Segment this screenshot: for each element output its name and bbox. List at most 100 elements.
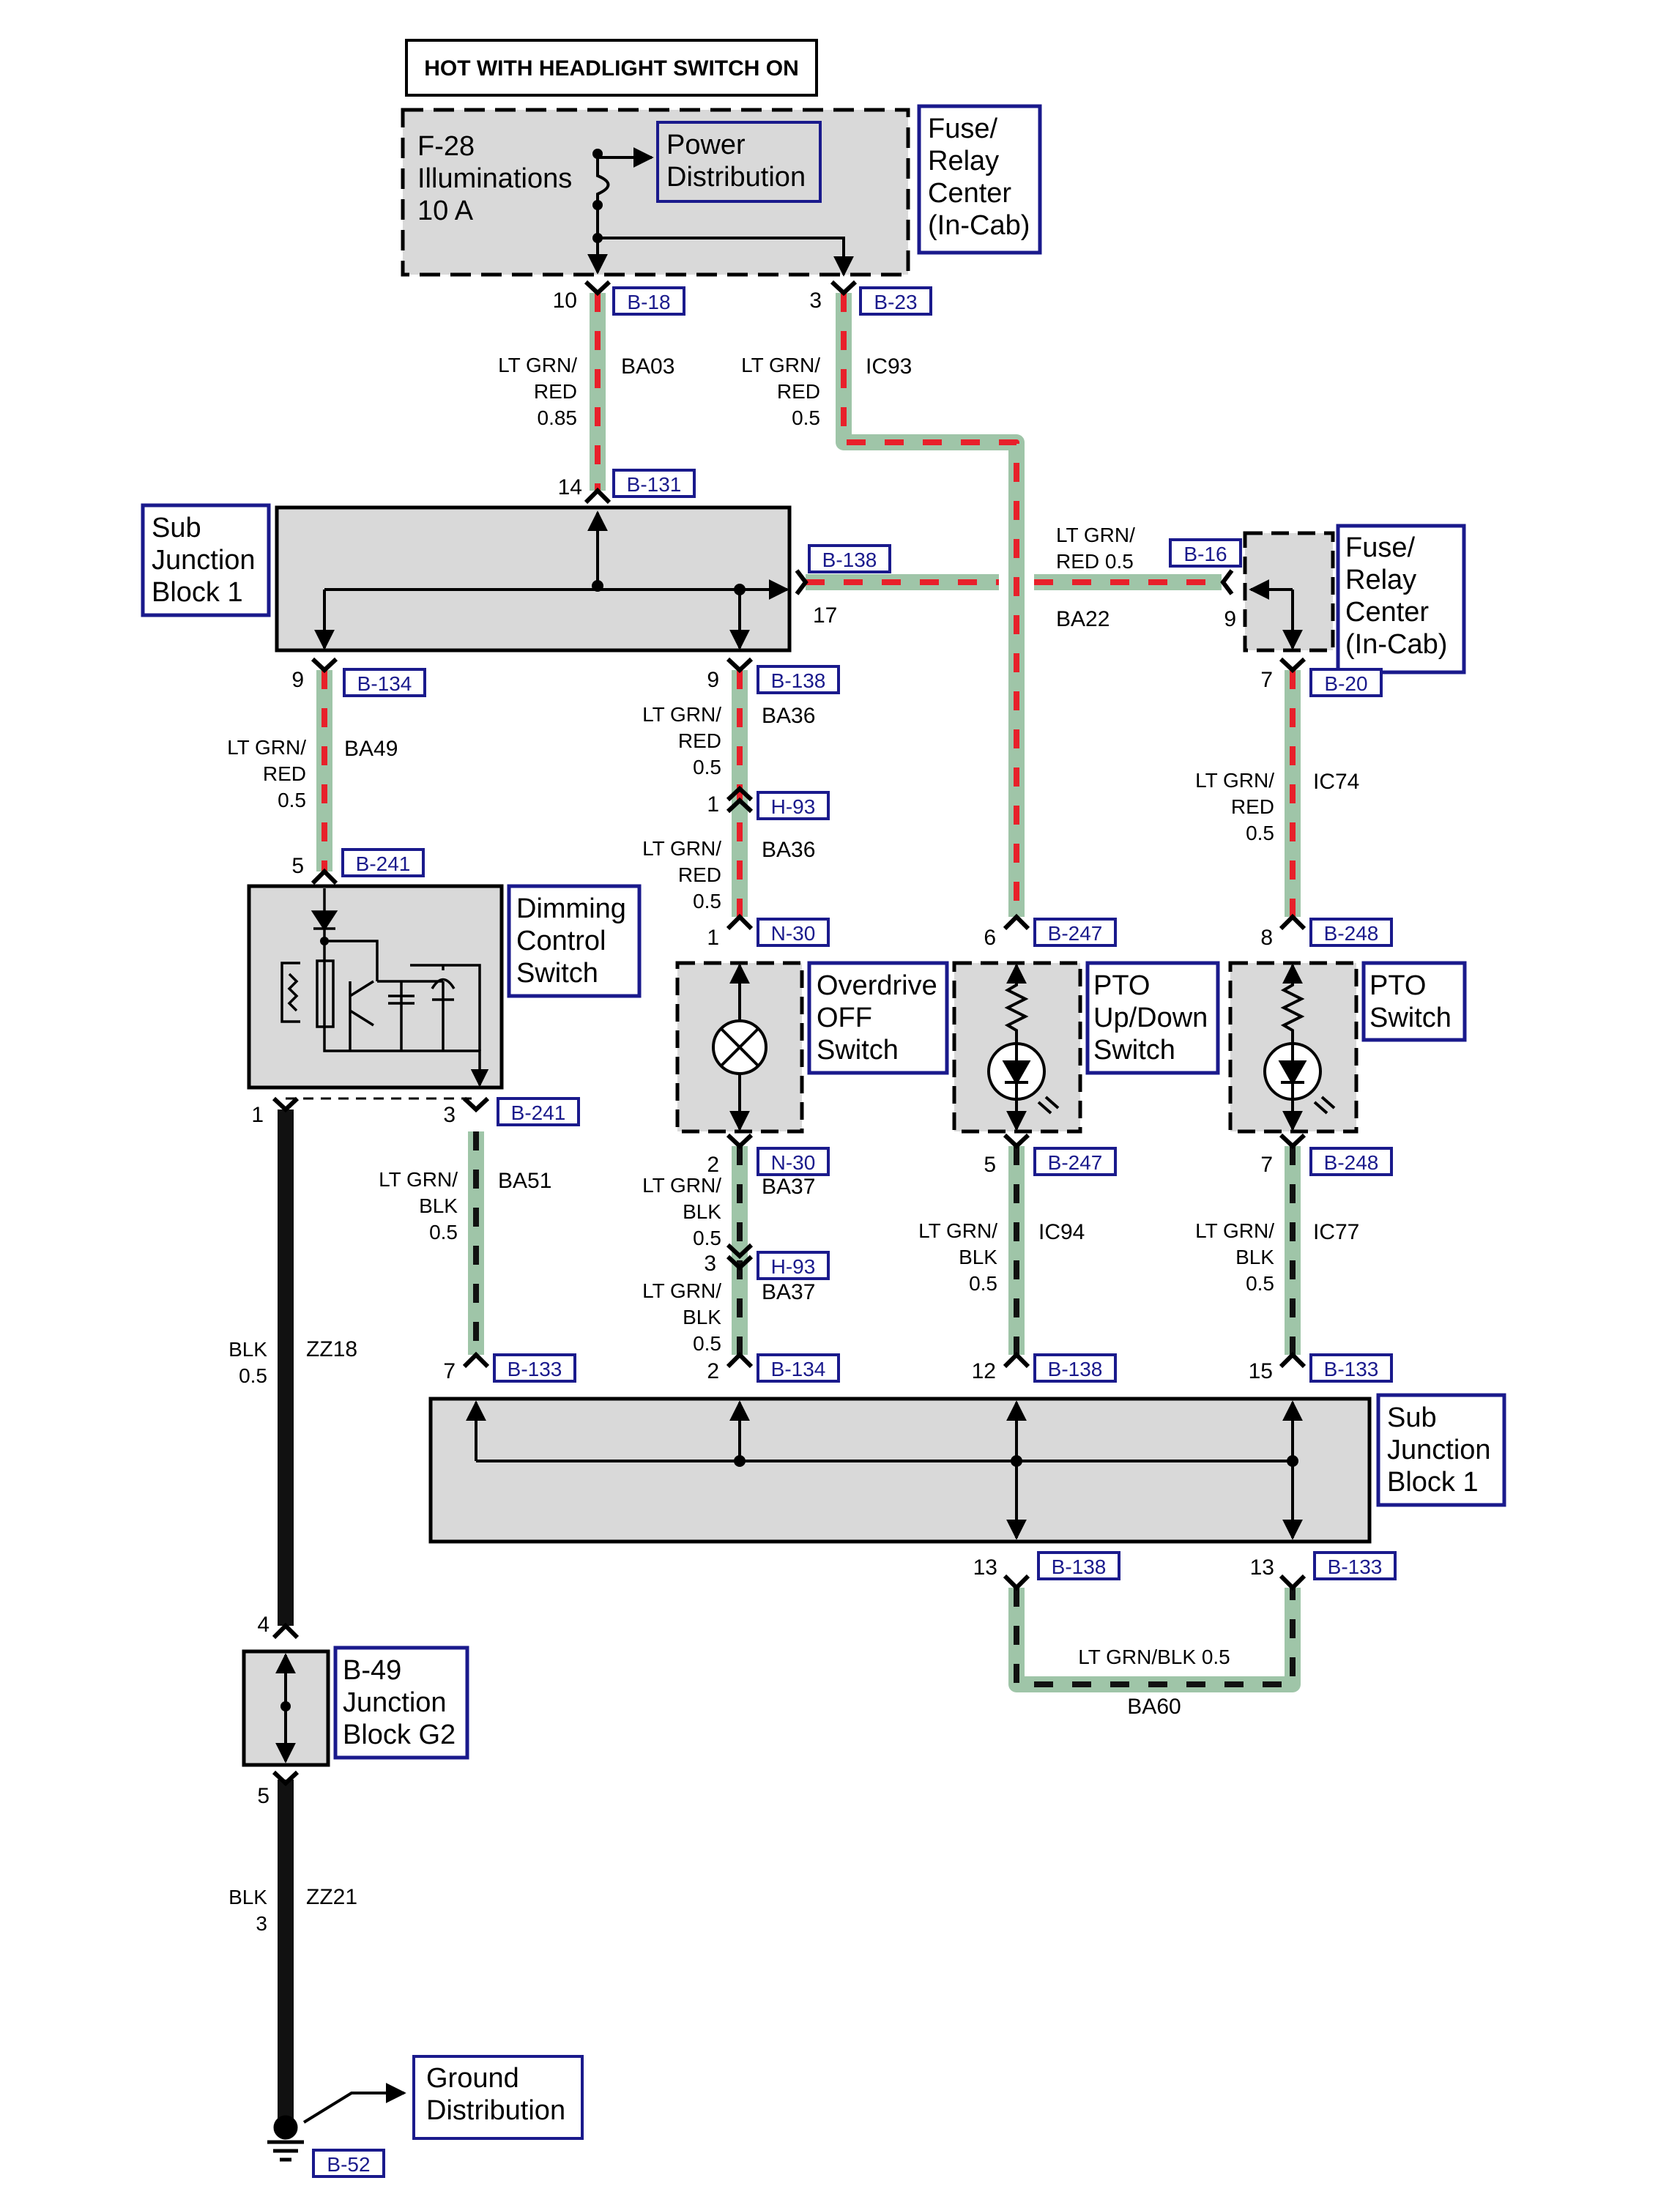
svg-text:LT GRN/BLK 0.5: LT GRN/BLK 0.5 <box>1078 1646 1230 1668</box>
svg-text:IC94: IC94 <box>1038 1220 1085 1244</box>
svg-text:B-133: B-133 <box>508 1358 562 1380</box>
sjb-bottom-internal <box>466 1400 1303 1540</box>
sub-junction-block-bottom <box>428 1397 1372 1544</box>
connector-b52[interactable]: B-52 <box>312 2149 385 2178</box>
svg-text:3: 3 <box>443 1103 456 1127</box>
connector-b138a[interactable]: B-138 <box>808 544 891 573</box>
connector-b247b[interactable]: B-247 <box>1033 1147 1117 1176</box>
svg-text:H-93: H-93 <box>771 795 816 818</box>
svg-text:1: 1 <box>707 926 719 950</box>
svg-text:BA37: BA37 <box>762 1280 815 1304</box>
connector-h93b[interactable]: H-93 <box>757 1251 830 1280</box>
overdrive-ref[interactable] <box>807 961 949 1075</box>
wire-ic93 <box>836 293 1025 917</box>
pto-switch-ref[interactable] <box>1361 961 1467 1042</box>
svg-text:10: 10 <box>553 289 577 313</box>
overdrive-internal <box>712 965 767 1129</box>
connector-b138c[interactable]: B-138 <box>1033 1353 1117 1383</box>
pto-updown-ref[interactable] <box>1085 961 1220 1075</box>
svg-text:BA22: BA22 <box>1056 607 1110 631</box>
sjb-bottom-ref[interactable] <box>1376 1393 1506 1507</box>
connector-b18[interactable]: B-18 <box>612 286 685 316</box>
svg-text:2: 2 <box>707 1359 719 1383</box>
svg-text:3: 3 <box>809 289 822 313</box>
dimming-control-switch-box <box>247 884 504 1090</box>
svg-text:B-133: B-133 <box>1324 1358 1379 1380</box>
connector-n30a[interactable]: N-30 <box>757 918 830 947</box>
pto-updown-internal <box>987 965 1060 1129</box>
header-text: HOT WITH HEADLIGHT SWITCH ON <box>424 56 799 81</box>
connector-b248b[interactable]: B-248 <box>1309 1147 1393 1176</box>
svg-text:5: 5 <box>984 1153 996 1177</box>
sjb-top-ref[interactable] <box>141 503 271 617</box>
svg-text:N-30: N-30 <box>771 1151 816 1174</box>
svg-text:BA36: BA36 <box>762 838 815 862</box>
connector-b241a[interactable]: B-241 <box>341 848 425 877</box>
connector-b134a[interactable]: B-134 <box>343 668 426 697</box>
svg-text:B-138: B-138 <box>822 549 877 571</box>
connector-refs: B-18 B-23 B-131 B-138 B-16 B-134 B-138 B… <box>312 286 1397 2178</box>
fuse-relay-center-top <box>401 108 910 277</box>
svg-text:BA36: BA36 <box>762 704 815 728</box>
svg-text:4: 4 <box>257 1613 270 1637</box>
connector-b133b[interactable]: B-133 <box>1309 1353 1393 1383</box>
svg-text:B-248: B-248 <box>1324 1151 1379 1174</box>
svg-text:1: 1 <box>251 1103 264 1127</box>
connector-b248a[interactable]: B-248 <box>1309 918 1393 947</box>
fuse-relay-center-right <box>1243 531 1335 653</box>
fuse-relay-top-ref[interactable] <box>917 104 1042 255</box>
svg-text:ZZ18: ZZ18 <box>306 1337 357 1361</box>
connector-b247a[interactable]: B-247 <box>1033 918 1117 947</box>
connector-b241b[interactable]: B-241 <box>497 1097 580 1126</box>
wires <box>278 293 1301 2127</box>
connector-b20[interactable]: B-20 <box>1309 668 1383 697</box>
connector-b23[interactable]: B-23 <box>859 286 932 316</box>
ground-distribution-link[interactable] <box>412 2055 584 2140</box>
connector-b133c[interactable]: B-133 <box>1313 1551 1397 1580</box>
svg-text:1: 1 <box>707 792 719 817</box>
connector-b133a[interactable]: B-133 <box>493 1353 576 1383</box>
jbg2-ref[interactable] <box>333 1646 469 1760</box>
fuse-relay-right-ref[interactable] <box>1336 524 1466 674</box>
connector-n30b[interactable]: N-30 <box>757 1147 830 1176</box>
dimming-ref[interactable] <box>507 884 642 998</box>
wire-ba60 <box>1008 1588 1301 1692</box>
connector-b138b[interactable]: B-138 <box>757 665 840 694</box>
svg-text:IC77: IC77 <box>1313 1220 1359 1244</box>
svg-text:B-138: B-138 <box>771 669 826 692</box>
ground-symbol <box>267 2083 406 2162</box>
dimming-internal <box>280 888 489 1088</box>
svg-text:B-16: B-16 <box>1183 543 1227 565</box>
svg-text:ZZ21: ZZ21 <box>306 1885 357 1909</box>
connector-b134b[interactable]: B-134 <box>757 1353 840 1383</box>
svg-text:9: 9 <box>707 668 719 692</box>
svg-text:13: 13 <box>1250 1555 1274 1580</box>
connector-b16[interactable]: B-16 <box>1169 538 1242 568</box>
power-distribution-link[interactable] <box>656 121 822 203</box>
svg-text:B-133: B-133 <box>1328 1555 1383 1578</box>
svg-text:B-134: B-134 <box>771 1358 826 1380</box>
svg-text:BA51: BA51 <box>498 1169 551 1193</box>
svg-text:B-248: B-248 <box>1324 922 1379 945</box>
connector-b138d[interactable]: B-138 <box>1037 1551 1120 1580</box>
svg-text:13: 13 <box>973 1555 997 1580</box>
svg-text:9: 9 <box>1224 607 1236 631</box>
connector-h93a[interactable]: H-93 <box>757 791 830 820</box>
svg-text:BA03: BA03 <box>621 354 674 379</box>
connector-b131[interactable]: B-131 <box>612 469 696 498</box>
